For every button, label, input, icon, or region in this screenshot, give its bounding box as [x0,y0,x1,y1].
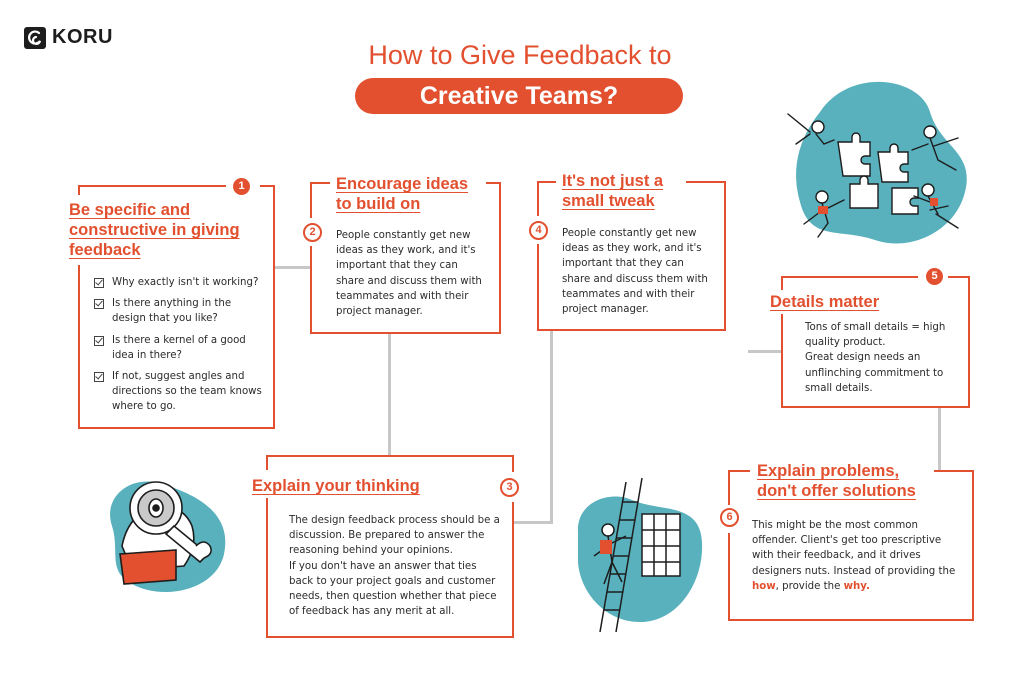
page-title: How to Give Feedback to [368,40,672,70]
card-5-body: Tons of small details = high quality pro… [805,322,946,394]
card-4-number-badge: 4 [529,221,548,240]
connector-3-4-v [550,330,553,524]
card-2-number-badge: 2 [303,223,322,242]
emphasis-why: why. [843,580,870,592]
checkbox-icon [94,372,104,383]
card-4-body: People constantly get new ideas as they … [562,228,708,316]
card-1-checklist: Why exactly isn't it working? Is there a… [94,275,266,421]
connector-5-6 [938,407,941,471]
brand-name: KORU [52,26,113,48]
connector-4-5 [748,350,782,353]
koru-logo-icon [24,26,46,49]
checkbox-icon [94,278,104,288]
page-subtitle-pill: Creative Teams? [355,78,683,114]
checklist-item: Why exactly isn't it working? [94,275,266,290]
card-3-heading: Explain your thinking [252,477,420,495]
card-6-heading: Explain problems, don't offer solutions [757,462,916,500]
checklist-item: If not, suggest angles and directions so… [94,369,266,415]
connector-1-2 [274,266,310,269]
card-1-heading: Be specific and constructive in giving f… [69,201,240,259]
card-5-number-badge: 5 [926,268,943,285]
card-6-body: This might be the most common offender. … [752,520,956,592]
card-1-number-badge: 1 [233,178,250,195]
card-5-heading: Details matter [770,293,880,311]
connector-3-4-h [513,521,553,524]
puzzle-people-icon [787,81,967,244]
checklist-item: Is there anything in the design that you… [94,296,266,326]
brand-logo: KORU [24,26,113,49]
connector-2-3 [388,333,391,456]
card-3-number-badge: 3 [500,478,519,497]
magnifier-person-icon [110,481,226,593]
card-4-heading: It's not just a small tweak [562,172,664,210]
card-3-body: The design feedback process should be a … [289,515,500,618]
card-1 [78,185,275,429]
checklist-item: Is there a kernel of a good idea in ther… [94,333,266,363]
card-2-body: People constantly get new ideas as they … [336,230,482,318]
checkbox-icon [94,299,104,310]
emphasis-how: how [752,580,776,592]
card-6-number-badge: 6 [720,508,739,527]
ladder-window-icon [577,477,703,632]
card-2-heading: Encourage ideas to build on [336,175,469,213]
checkbox-icon [94,335,104,346]
